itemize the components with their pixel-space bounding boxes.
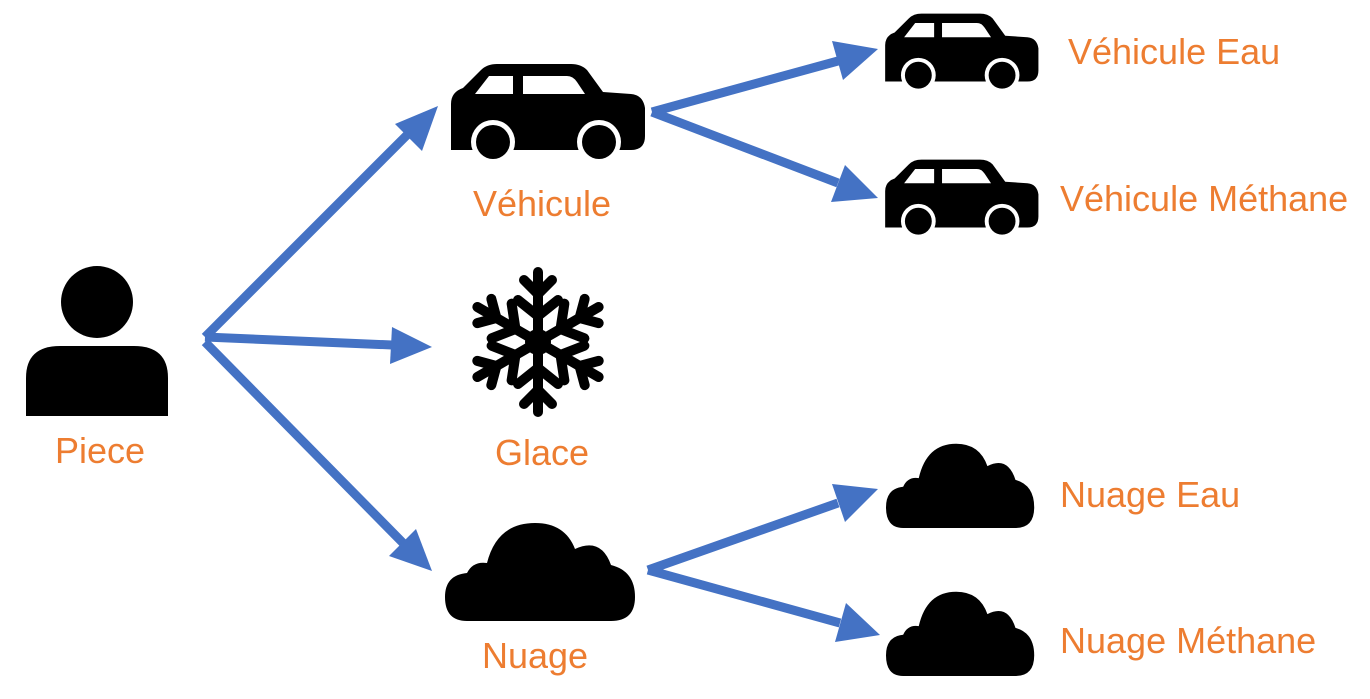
car-icon xyxy=(885,159,1039,239)
arrow-piece-glace xyxy=(204,327,432,364)
arrow-nuage-nuage-eau xyxy=(646,484,878,575)
node-label-piece: Piece xyxy=(55,430,145,471)
node-label-vehicule-methane: Véhicule Méthane xyxy=(1060,178,1348,219)
node-label-glace: Glace xyxy=(495,432,589,473)
node-label-vehicule: Véhicule xyxy=(473,183,611,224)
car-icon xyxy=(451,64,645,164)
node-label-nuage: Nuage xyxy=(482,635,588,676)
arrow-piece-vehicule xyxy=(201,106,438,341)
node-label-nuage-methane: Nuage Méthane xyxy=(1060,620,1316,661)
node-label-nuage-eau: Nuage Eau xyxy=(1060,474,1240,515)
car-icon xyxy=(885,13,1039,93)
arrow-vehicule-vehicule-methane xyxy=(650,107,878,202)
cloud-icon xyxy=(445,523,635,621)
cloud-icon xyxy=(886,443,1035,528)
snowflake-icon xyxy=(472,267,604,417)
arrow-vehicule-vehicule-eau xyxy=(650,41,878,117)
cloud-icon xyxy=(886,591,1035,676)
edges xyxy=(201,41,880,642)
arrow-piece-nuage xyxy=(201,338,432,571)
person-icon xyxy=(26,266,168,416)
node-label-vehicule-eau: Véhicule Eau xyxy=(1068,31,1280,72)
arrow-nuage-nuage-methane xyxy=(646,565,880,642)
